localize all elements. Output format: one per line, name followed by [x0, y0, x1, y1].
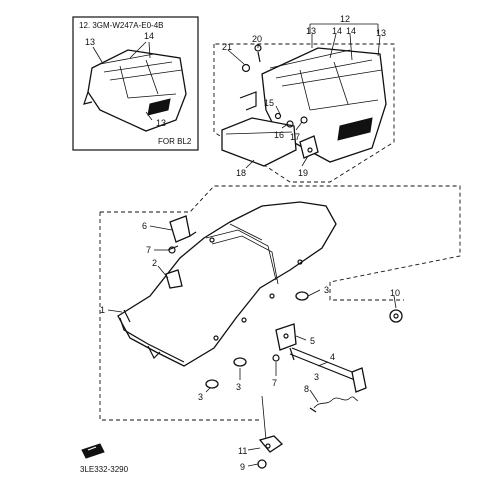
callout-11: 11 [238, 446, 247, 456]
callout-3-right: 3 [324, 285, 329, 295]
seat-lock-4 [289, 347, 367, 393]
callout-18: 18 [236, 168, 246, 178]
callout-12: 12 [340, 14, 350, 24]
callout-13-b: 13 [376, 28, 386, 38]
seat-cowl-assembly [213, 43, 395, 183]
seat-assembly [99, 185, 461, 421]
callout-5: 5 [310, 336, 315, 346]
callout-2: 2 [152, 258, 157, 268]
callout-7-upper: 7 [146, 245, 151, 255]
damper-3-b [205, 379, 219, 389]
callout-6: 6 [142, 221, 147, 231]
bracket-6 [169, 215, 197, 243]
callout-3-c: 3 [314, 372, 319, 382]
damper-3-right [295, 291, 309, 301]
inset-callout-13-left: 13 [85, 37, 95, 47]
bracket-2 [165, 269, 183, 289]
callout-1: 1 [100, 305, 105, 315]
callout-15: 15 [264, 98, 274, 108]
screw-7-upper [167, 245, 179, 254]
bracket-5 [275, 323, 297, 351]
callout-4: 4 [330, 352, 335, 362]
lock-cable [261, 395, 267, 441]
callout-20: 20 [252, 34, 262, 44]
callout-13-a: 13 [306, 26, 316, 36]
inset-title: 12. 3GM-W247A-E0-4B [79, 21, 163, 30]
callout-16: 16 [274, 130, 284, 140]
callout-14-a: 14 [332, 26, 342, 36]
callout-7-lower: 7 [272, 378, 277, 388]
footer-code: 3LE332-3290 [80, 465, 129, 474]
inset-callout-13-low: 13 [156, 118, 166, 128]
inset-panel: 12. 3GM-W247A-E0-4B 13 14 13 FOR BL2 [72, 16, 199, 151]
screw-7-lower [272, 354, 280, 362]
inset-note: FOR BL2 [158, 137, 192, 146]
inset-callout-14: 14 [144, 31, 154, 41]
callout-8: 8 [304, 384, 309, 394]
grommet-10 [389, 309, 403, 323]
damper-3-a [233, 357, 247, 367]
callout-leaders [107, 23, 397, 467]
spring-8 [309, 396, 359, 413]
callout-10: 10 [390, 288, 400, 298]
callout-3-b: 3 [198, 392, 203, 402]
footer-logo [81, 443, 105, 459]
cable-holder-11 [258, 435, 284, 453]
callout-14-b: 14 [346, 26, 356, 36]
inset-seat-cowl [83, 49, 187, 132]
callout-9: 9 [240, 462, 245, 472]
callout-19: 19 [298, 168, 308, 178]
callout-21: 21 [222, 42, 232, 52]
callout-17: 17 [290, 132, 300, 142]
callout-numbers: 21 20 12 13 14 14 13 15 16 17 18 19 6 7 … [100, 14, 400, 472]
callout-3-a: 3 [236, 382, 241, 392]
screw-9 [257, 459, 267, 469]
